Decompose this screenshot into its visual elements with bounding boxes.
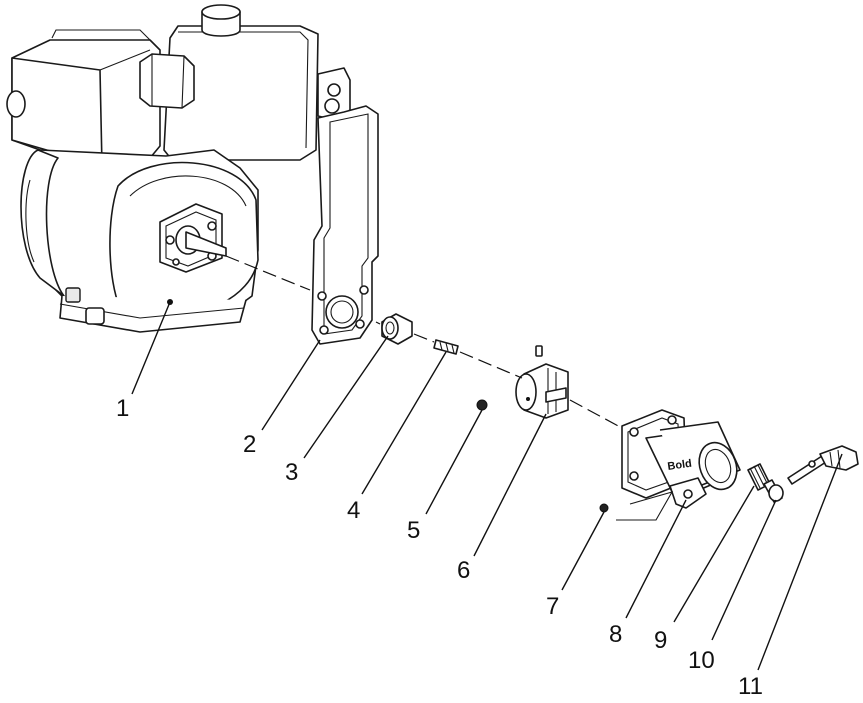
callout-11: 11 xyxy=(738,673,763,700)
callout-7: 7 xyxy=(546,593,559,620)
leader-lines xyxy=(131,301,843,671)
callout-1: 1 xyxy=(116,395,129,422)
callout-5: 5 xyxy=(407,517,420,544)
callout-6: 6 xyxy=(457,557,470,584)
engine-icon xyxy=(6,4,351,333)
callout-2: 2 xyxy=(243,431,256,458)
bolt-icon xyxy=(763,479,784,503)
callout-10: 10 xyxy=(688,647,715,674)
coupler-icon xyxy=(515,345,569,419)
ball-icon xyxy=(599,503,609,513)
callout-labels: 1 2 3 4 5 6 7 8 9 10 11 xyxy=(116,395,763,700)
ball-icon xyxy=(476,399,488,411)
housing-icon: Bold xyxy=(616,409,741,521)
crank-handle-icon xyxy=(787,445,859,485)
adapter-plate-icon xyxy=(311,98,379,345)
assembly-axis xyxy=(225,255,623,429)
housing-stamp: Bold xyxy=(667,458,693,473)
callout-9: 9 xyxy=(654,627,667,654)
bushing-icon xyxy=(381,313,413,345)
callout-4: 4 xyxy=(347,497,360,524)
callout-8: 8 xyxy=(609,621,622,648)
key-icon xyxy=(433,339,459,355)
callout-3: 3 xyxy=(285,459,298,486)
